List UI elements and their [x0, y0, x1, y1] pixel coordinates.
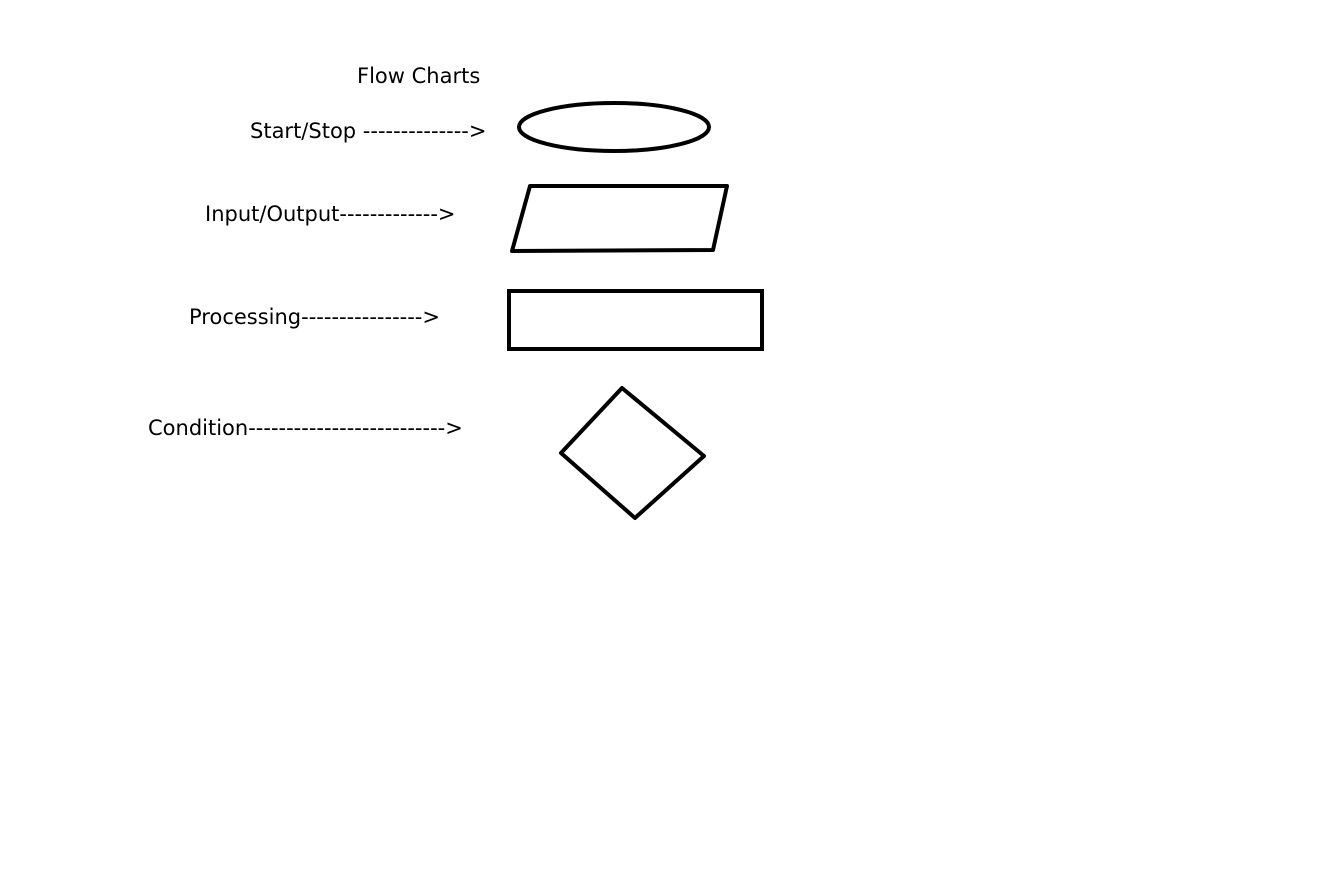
input-output-parallelogram: [510, 184, 729, 253]
processing-rectangle: [507, 289, 764, 351]
start-stop-ellipse: [517, 101, 711, 153]
diagram-title: Flow Charts: [357, 64, 481, 88]
condition-diamond: [559, 386, 706, 520]
start-stop-label: Start/Stop -------------->: [250, 119, 487, 143]
input-output-label: Input/Output------------->: [205, 202, 456, 226]
condition-label: Condition-------------------------->: [148, 416, 463, 440]
processing-label: Processing---------------->: [189, 305, 440, 329]
